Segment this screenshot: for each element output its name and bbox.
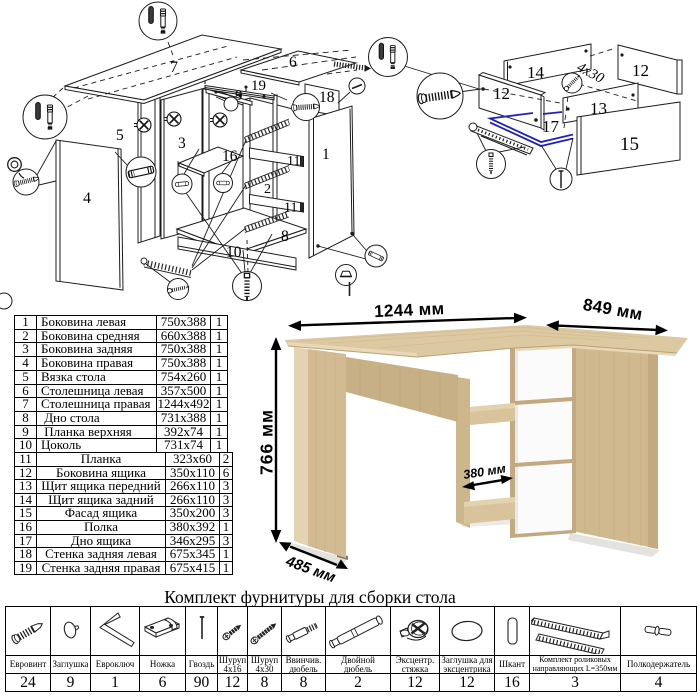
svg-text:19: 19 [251, 78, 266, 94]
svg-text:1244 мм: 1244 мм [374, 299, 445, 321]
svg-text:8: 8 [281, 228, 289, 245]
svg-text:11: 11 [284, 201, 297, 216]
svg-text:17: 17 [542, 117, 560, 136]
svg-text:380 мм: 380 мм [462, 461, 506, 482]
svg-text:2: 2 [264, 182, 271, 197]
svg-text:4: 4 [83, 190, 91, 207]
svg-text:18: 18 [319, 89, 335, 106]
svg-text:15: 15 [620, 134, 639, 155]
svg-text:12: 12 [493, 84, 510, 103]
svg-text:3: 3 [178, 135, 186, 152]
svg-text:14: 14 [527, 63, 545, 82]
svg-text:13: 13 [590, 99, 607, 118]
svg-text:9: 9 [235, 88, 243, 104]
svg-text:5: 5 [116, 127, 124, 144]
svg-text:849 мм: 849 мм [582, 295, 644, 324]
svg-text:6: 6 [289, 54, 297, 71]
svg-text:11: 11 [287, 154, 300, 169]
svg-text:12: 12 [632, 61, 649, 80]
svg-text:10: 10 [226, 244, 242, 261]
svg-text:7: 7 [170, 59, 178, 76]
svg-text:766 мм: 766 мм [257, 409, 277, 475]
svg-text:16: 16 [222, 148, 238, 165]
svg-text:1: 1 [322, 146, 330, 163]
